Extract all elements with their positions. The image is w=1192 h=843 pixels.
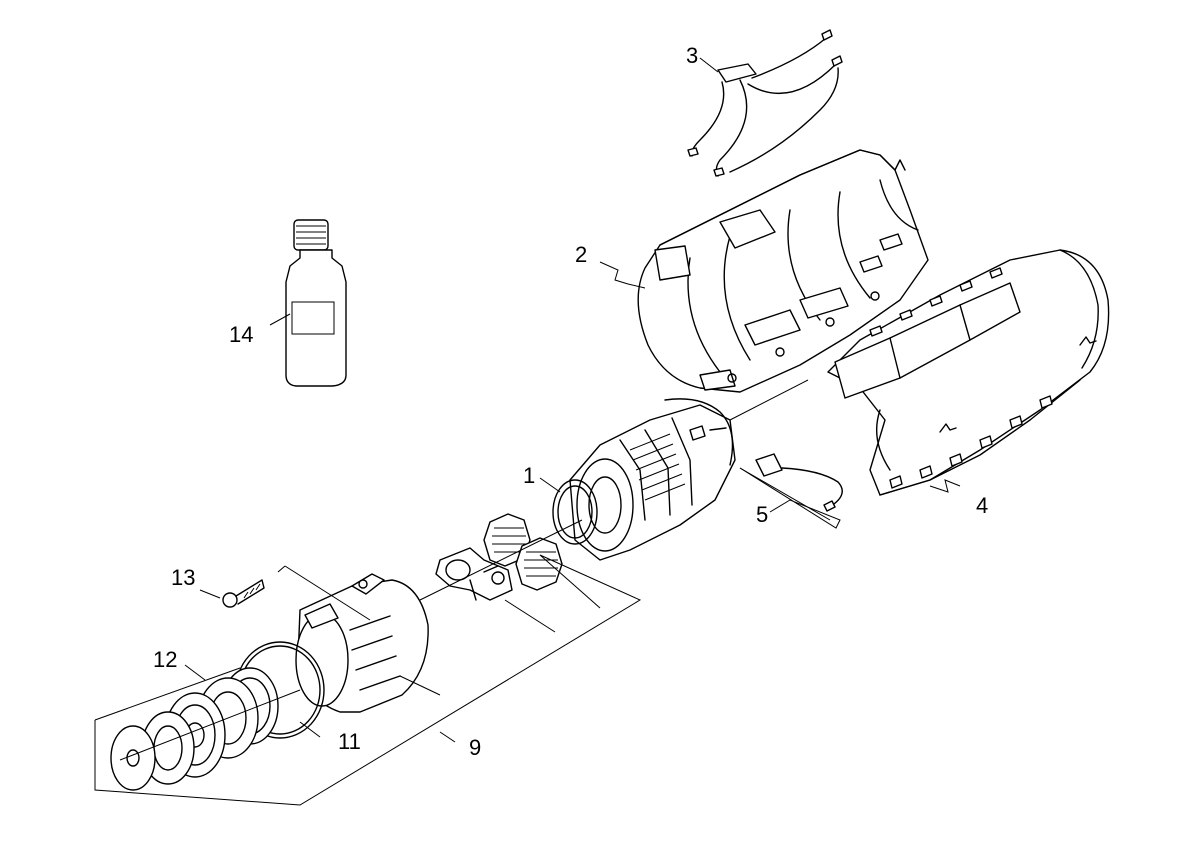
housing-half-part-2 [637,149,929,393]
callout-11: 11 [338,729,361,754]
callout-3: 3 [686,43,698,68]
o-ring-part-1 [552,479,598,545]
callout-9: 9 [469,735,481,760]
callout-13: 13 [171,565,195,590]
bearing-stack-part-12 [110,667,279,791]
drive-shaft-part [435,547,513,601]
gear-pair [483,513,563,591]
screw-part-13 [222,579,265,608]
callout-12: 12 [153,647,177,672]
cable-harness-part-3 [687,29,843,177]
callout-14: 14 [229,322,253,347]
pump-housing-part-9 [295,573,429,713]
sensor-cable-part-5 [755,453,843,512]
callout-4: 4 [976,493,988,518]
callout-labels: 1 2 3 4 5 9 11 12 13 14 [153,43,988,760]
callout-5: 5 [756,502,768,527]
motor-assembly [569,398,736,561]
callout-1: 1 [523,463,535,488]
bottle-part-14 [285,219,347,387]
leader-lines [94,57,961,806]
callout-2: 2 [575,242,587,267]
housing-half-part-4 [827,249,1110,496]
